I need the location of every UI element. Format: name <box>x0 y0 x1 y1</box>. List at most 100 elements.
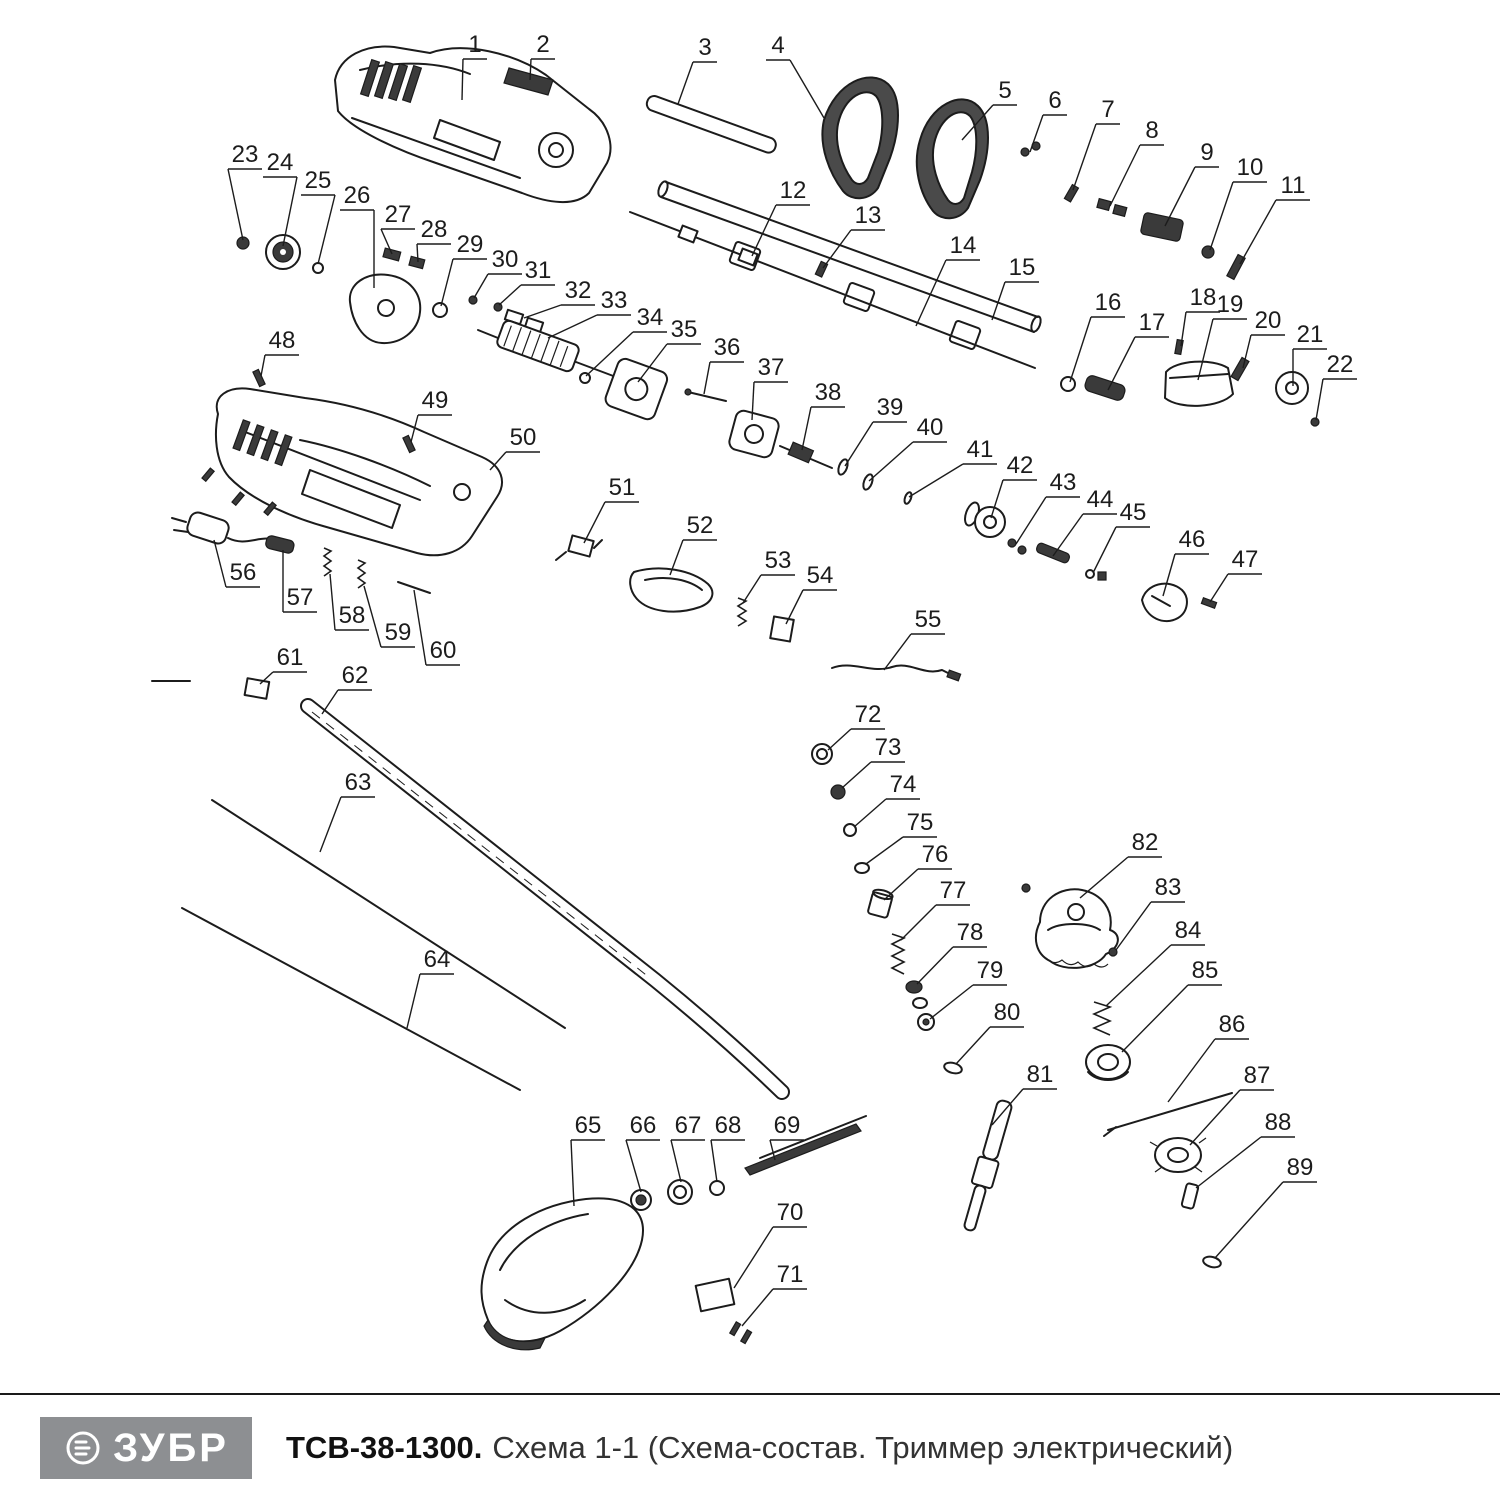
part-label-17: 17 <box>1107 309 1169 391</box>
svg-text:69: 69 <box>774 1112 801 1139</box>
part-label-40: 40 <box>868 414 947 482</box>
part-label-4: 4 <box>766 32 825 119</box>
svg-text:70: 70 <box>777 1199 804 1226</box>
part-label-71: 71 <box>741 1261 807 1327</box>
svg-text:38: 38 <box>815 379 842 406</box>
svg-text:47: 47 <box>1232 546 1259 573</box>
svg-text:49: 49 <box>422 387 449 414</box>
svg-text:66: 66 <box>630 1112 657 1139</box>
assembly-motor-housing-top <box>334 45 612 204</box>
part-label-81: 81 <box>991 1061 1057 1126</box>
svg-text:71: 71 <box>777 1261 804 1288</box>
svg-text:15: 15 <box>1009 254 1036 281</box>
assembly-lower-boom <box>181 677 790 1100</box>
svg-text:63: 63 <box>345 769 372 796</box>
svg-text:84: 84 <box>1175 917 1202 944</box>
svg-text:43: 43 <box>1050 469 1077 496</box>
diagram-title: ТСВ-38-1300.Схема 1-1 (Схема-состав. Три… <box>286 1430 1233 1466</box>
svg-text:82: 82 <box>1132 829 1159 856</box>
part-label-83: 83 <box>1115 874 1185 951</box>
part-label-73: 73 <box>841 734 905 789</box>
svg-text:14: 14 <box>950 232 977 259</box>
svg-text:29: 29 <box>457 231 484 258</box>
svg-text:86: 86 <box>1219 1011 1246 1038</box>
svg-text:39: 39 <box>877 394 904 421</box>
part-label-7: 7 <box>1072 96 1120 191</box>
part-label-8: 8 <box>1109 117 1164 207</box>
part-label-68: 68 <box>710 1112 745 1183</box>
part-label-32: 32 <box>523 277 595 319</box>
brand-emblem-icon <box>66 1431 100 1464</box>
part-label-61: 61 <box>259 644 307 685</box>
svg-text:75: 75 <box>907 809 934 836</box>
part-label-42: 42 <box>990 452 1037 519</box>
part-label-34: 34 <box>585 304 667 377</box>
svg-text:24: 24 <box>267 149 294 176</box>
svg-text:87: 87 <box>1244 1062 1271 1089</box>
part-label-44: 44 <box>1052 486 1117 557</box>
part-label-85: 85 <box>1121 957 1222 1053</box>
svg-text:48: 48 <box>269 327 296 354</box>
part-label-46: 46 <box>1162 526 1209 597</box>
svg-text:50: 50 <box>510 424 537 451</box>
part-label-58: 58 <box>329 573 369 631</box>
part-label-77: 77 <box>900 877 970 941</box>
part-label-57: 57 <box>282 550 317 613</box>
part-label-21: 21 <box>1292 321 1327 386</box>
brand-logo: ЗУБР <box>40 1416 252 1479</box>
part-label-10: 10 <box>1209 154 1267 251</box>
part-label-37: 37 <box>751 354 788 421</box>
part-label-87: 87 <box>1189 1062 1274 1146</box>
part-label-45: 45 <box>1092 499 1150 574</box>
parts-37-47 <box>728 409 1218 623</box>
exploded-diagram-canvas: 1234567891011121314151617181920212223242… <box>151 31 1357 1351</box>
part-label-60: 60 <box>413 589 460 666</box>
svg-text:8: 8 <box>1145 117 1158 144</box>
model-number: ТСВ-38-1300. <box>286 1429 483 1465</box>
part-label-3: 3 <box>677 34 717 105</box>
assembly-boom-shaft <box>629 180 1042 369</box>
part-label-52: 52 <box>669 512 717 576</box>
part-label-74: 74 <box>853 771 920 828</box>
part-label-47: 47 <box>1209 546 1262 603</box>
part-label-80: 80 <box>955 999 1024 1065</box>
part-label-38: 38 <box>801 379 845 451</box>
part-label-24: 24 <box>263 149 298 247</box>
part-label-30: 30 <box>473 246 522 299</box>
svg-text:85: 85 <box>1192 957 1219 984</box>
svg-text:79: 79 <box>977 957 1004 984</box>
part-label-65: 65 <box>570 1112 605 1207</box>
part-label-11: 11 <box>1239 172 1310 265</box>
svg-text:58: 58 <box>339 602 366 629</box>
part-label-67: 67 <box>670 1112 705 1183</box>
part-label-13: 13 <box>822 202 885 269</box>
part-label-14: 14 <box>915 232 980 327</box>
part-label-15: 15 <box>991 254 1039 321</box>
part-label-86: 86 <box>1167 1011 1249 1103</box>
scheme-subtitle: Схема 1-1 (Схема-состав. Триммер электри… <box>492 1429 1234 1465</box>
part-label-53: 53 <box>742 547 795 604</box>
svg-text:31: 31 <box>525 257 552 284</box>
svg-text:2: 2 <box>536 31 549 58</box>
part-label-5: 5 <box>961 77 1017 141</box>
svg-text:4: 4 <box>771 32 784 59</box>
svg-text:3: 3 <box>698 34 711 61</box>
part-label-18: 18 <box>1180 284 1220 347</box>
parts-56-60 <box>171 511 431 594</box>
svg-text:9: 9 <box>1200 139 1213 166</box>
part-label-50: 50 <box>489 424 540 471</box>
part-label-48: 48 <box>260 327 299 377</box>
part-label-35: 35 <box>637 316 701 383</box>
part-label-23: 23 <box>227 141 262 241</box>
svg-text:7: 7 <box>1101 96 1114 123</box>
svg-text:18: 18 <box>1190 284 1217 311</box>
svg-text:65: 65 <box>575 1112 602 1139</box>
svg-text:5: 5 <box>998 77 1011 104</box>
part-label-88: 88 <box>1195 1109 1295 1189</box>
svg-text:61: 61 <box>277 644 304 671</box>
part-label-72: 72 <box>827 701 885 751</box>
assembly-motor-housing-bottom <box>201 368 503 557</box>
svg-text:62: 62 <box>342 662 369 689</box>
